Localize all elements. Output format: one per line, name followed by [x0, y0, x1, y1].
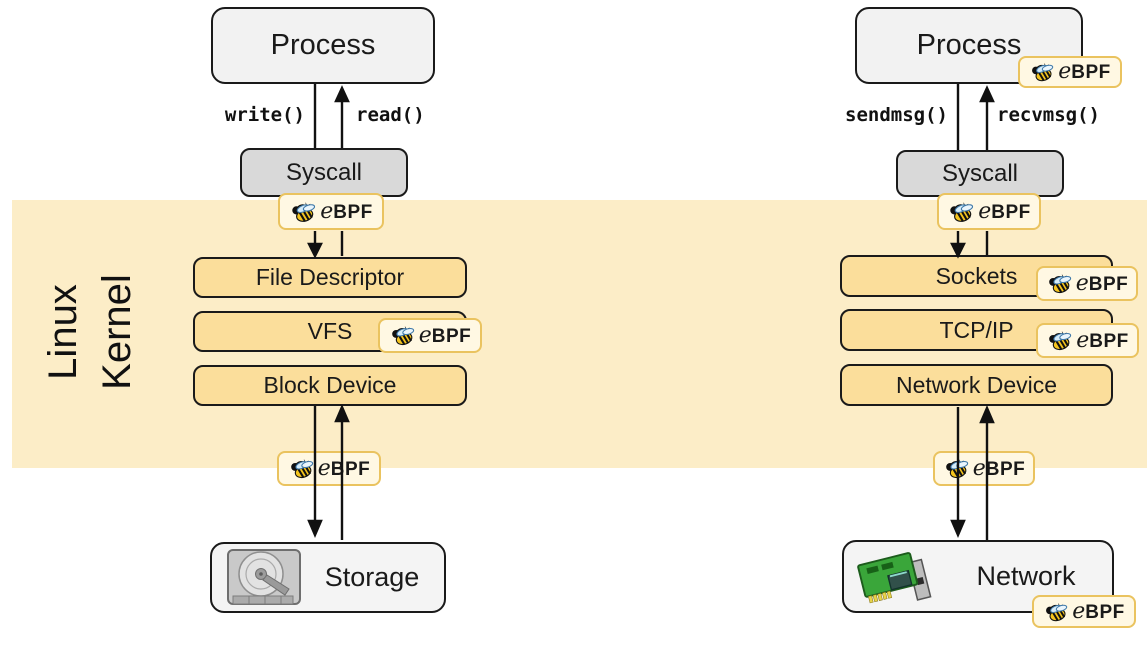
ebpf-badge-tcpip: eBPF — [1036, 323, 1139, 358]
network-card-icon — [856, 548, 932, 610]
kernel-label-line2: Kernel — [95, 274, 139, 390]
ebpf-badge-process-right: eBPF — [1018, 56, 1122, 88]
ebpf-label: eBPF — [1058, 59, 1111, 84]
layer-label-vfs: VFS — [307, 318, 353, 344]
process-label-left: Process — [270, 29, 376, 61]
layer-box-block-device: Block Device — [193, 365, 467, 406]
layer-label-sockets: Sockets — [935, 262, 1018, 289]
ebpf-bee-icon — [949, 199, 976, 224]
syscall-label-left: Syscall — [285, 158, 363, 186]
kernel-label-line1: Linux — [41, 284, 85, 380]
ebpf-label: eBPF — [320, 198, 373, 224]
ebpf-label: eBPF — [1075, 270, 1129, 296]
ebpf-label: eBPF — [1076, 327, 1129, 353]
ebpf-bee-icon — [1047, 271, 1073, 296]
storage-box: Storage — [210, 542, 446, 613]
write-call-label: write() — [224, 104, 305, 126]
syscall-label-right: Syscall — [941, 159, 1019, 187]
network-box: Network — [842, 540, 1114, 613]
ebpf-bee-icon — [944, 456, 970, 481]
linux-kernel-label: Linux Kernel — [36, 192, 156, 472]
ebpf-badge-syscall-right: eBPF — [937, 193, 1041, 230]
layer-box-network-device: Network Device — [840, 364, 1113, 406]
read-call-label: read() — [356, 104, 425, 126]
ebpf-badge-device-network: eBPF — [933, 451, 1035, 486]
layer-label-network-device: Network Device — [895, 371, 1058, 398]
ebpf-bee-icon — [1031, 60, 1056, 84]
process-label-right: Process — [916, 29, 1022, 61]
network-label: Network — [976, 561, 1076, 591]
ebpf-bee-icon — [1048, 328, 1074, 353]
ebpf-badge-vfs: eBPF — [378, 318, 482, 353]
storage-label: Storage — [324, 562, 420, 592]
syscall-box-right: Syscall — [896, 150, 1064, 197]
ebpf-badge-block-storage: eBPF — [277, 451, 381, 486]
ebpf-label: eBPF — [1072, 598, 1125, 624]
ebpf-bee-icon — [390, 323, 416, 348]
syscall-box-left: Syscall — [240, 148, 408, 197]
layer-label-block-device: Block Device — [263, 372, 397, 398]
sendmsg-call-label: sendmsg() — [845, 104, 948, 126]
recvmsg-call-label: recvmsg() — [997, 104, 1100, 126]
ebpf-badge-sockets: eBPF — [1036, 266, 1138, 301]
layer-box-file-descriptor: File Descriptor — [193, 257, 467, 298]
ebpf-bee-icon — [289, 456, 315, 481]
process-box-left: Process — [211, 7, 435, 84]
ebpf-badge-network: eBPF — [1032, 595, 1136, 628]
layer-label-file-descriptor: File Descriptor — [255, 264, 405, 290]
ebpf-bee-icon — [291, 199, 318, 224]
ebpf-bee-icon — [1045, 600, 1070, 624]
ebpf-badge-syscall-left: eBPF — [278, 193, 384, 230]
ebpf-label: eBPF — [978, 198, 1031, 224]
ebpf-label: eBPF — [418, 322, 472, 348]
layer-label-tcpip: TCP/IP — [939, 316, 1014, 343]
hard-disk-icon — [227, 548, 301, 605]
ebpf-label: eBPF — [972, 455, 1026, 481]
ebpf-label: eBPF — [317, 455, 371, 481]
